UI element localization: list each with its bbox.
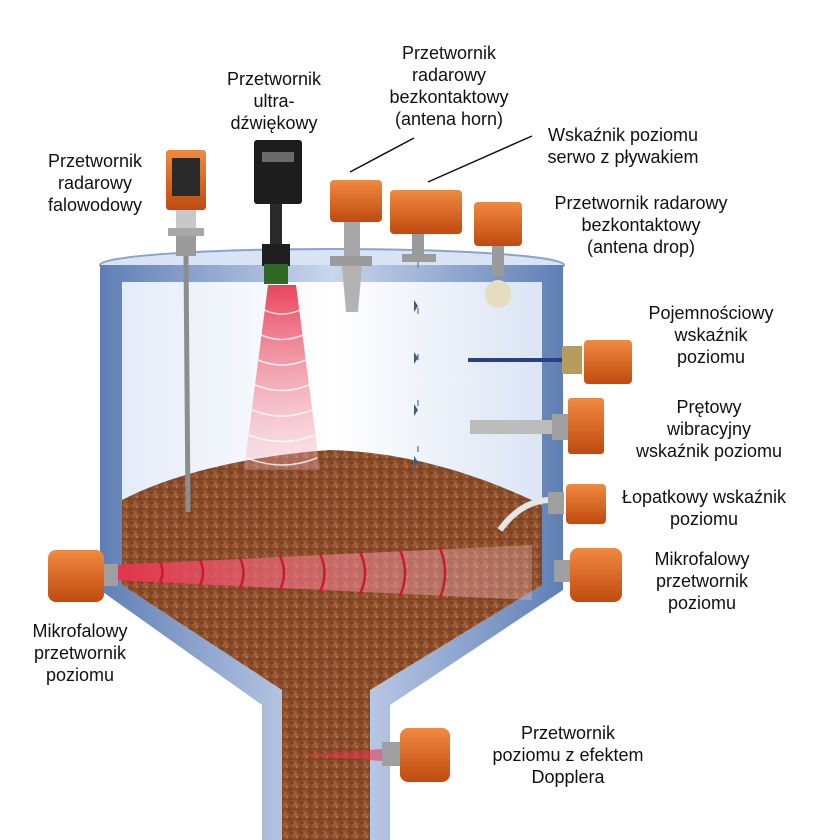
microwave-right-device <box>554 548 622 602</box>
radar-drop-device <box>474 202 522 308</box>
label-radar-guided: Przetwornik radarowy falowodowy <box>47 151 143 215</box>
label-microwave-right: Mikrofalowy przetwornik poziomu <box>654 549 750 613</box>
label-capacitive: Pojemnościowy wskaźnik poziomu <box>648 303 774 367</box>
bulk-material <box>122 450 542 840</box>
label-doppler: Przetwornik poziomu z efektem Dopplera <box>492 723 644 787</box>
doppler-beam <box>300 748 395 762</box>
paddle-device <box>497 484 606 532</box>
label-radar-drop: Przetwornik radarowy bezkontaktowy (ante… <box>554 193 728 257</box>
guided-wave-radar-device <box>166 150 206 513</box>
leader-lines <box>349 135 533 183</box>
label-servo: Wskaźnik poziomu serwo z pływakiem <box>547 125 699 167</box>
label-vibrating: Prętowy wibracyjny wskaźnik poziomu <box>635 397 783 461</box>
radar-horn-device <box>330 180 382 312</box>
doppler-device <box>382 728 450 782</box>
ultrasonic-device <box>254 140 302 284</box>
microwave-beam <box>112 545 532 600</box>
microwave-left-device <box>48 550 118 602</box>
label-ultrasonic: Przetwornik ultra- dźwiękowy <box>226 69 322 133</box>
ultrasonic-beam <box>244 285 320 470</box>
vibrating-fork-device <box>470 398 604 454</box>
servo-device <box>390 190 462 480</box>
label-paddle: Łopatkowy wskaźnik poziomu <box>621 487 787 529</box>
label-microwave-left: Mikrofalowy przetwornik poziomu <box>32 621 128 685</box>
capacitive-device <box>468 340 632 384</box>
label-radar-horn: Przetwornik radarowy bezkontaktowy (ante… <box>389 43 509 129</box>
